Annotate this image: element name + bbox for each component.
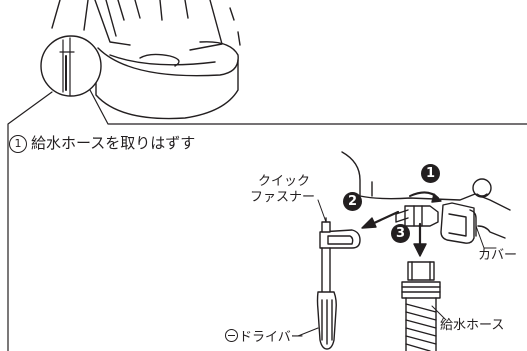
quick-fastener-label-line1: クイック (258, 174, 311, 189)
supply-hose-label: 給水ホース (440, 318, 505, 333)
valve-joint (395, 205, 439, 227)
callout-1: 1 (421, 164, 440, 183)
screwdriver-drawing (316, 247, 337, 350)
supply-hose-drawing (401, 261, 441, 351)
callout-3: 3 (391, 224, 410, 243)
screwdriver-label-text: ドライバー (239, 330, 304, 345)
quick-fastener-label-line2: ファスナー (250, 190, 316, 205)
step-title-text: 給水ホースを取りはずす (31, 134, 196, 152)
cover-label: カバー (478, 248, 518, 263)
zoom-circle (40, 35, 102, 97)
arrow-2 (370, 210, 400, 226)
quick-fastener-clip (319, 217, 361, 249)
callout-2: 2 (343, 192, 362, 211)
minus-circle-icon (225, 329, 238, 342)
step-number: 1 (9, 135, 27, 153)
screwdriver-label: ドライバー (225, 329, 304, 345)
cover-part (440, 202, 506, 244)
